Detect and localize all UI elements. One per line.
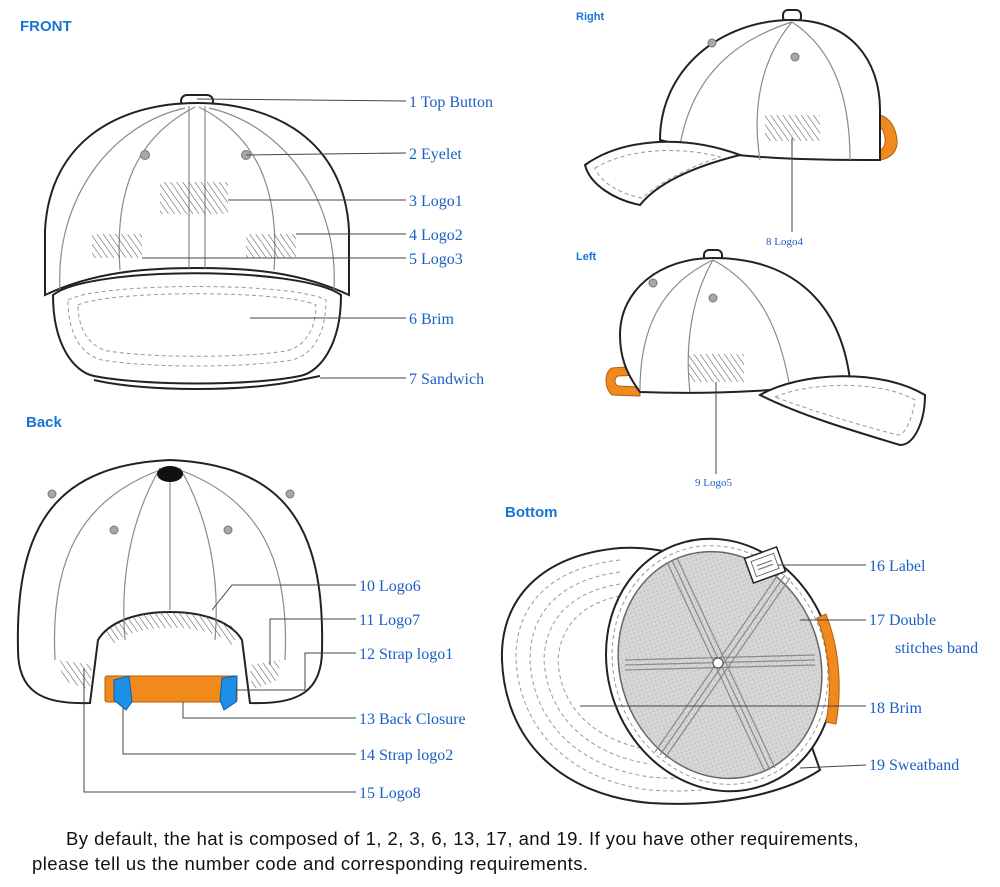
left-eyelet-icon-1	[648, 278, 658, 288]
right-eyelet-icon-1	[707, 38, 717, 48]
right-title: Right	[576, 11, 604, 23]
left-eyelet-icon-2	[708, 293, 718, 303]
label-6: 6 Brim	[409, 311, 454, 328]
label-2: 2 Eyelet	[409, 146, 462, 163]
bottom-labels: 16 Label 17 Double stitches band 18 Brim…	[869, 558, 978, 774]
bottom-leaders	[580, 564, 867, 769]
label-14: 14 Strap logo2	[359, 747, 453, 764]
label-17: 17 Double	[869, 612, 936, 629]
front-leaders	[142, 98, 407, 379]
back-labels: 10 Logo6 11 Logo7 12 Strap logo1 13 Back…	[359, 578, 466, 802]
label-11: 11 Logo7	[359, 612, 420, 629]
label-16: 16 Label	[869, 558, 926, 575]
note-line-2: please tell us the number code and corre…	[32, 853, 589, 874]
bottom-title: Bottom	[505, 504, 558, 521]
back-title: Back	[26, 414, 63, 431]
label-13: 13 Back Closure	[359, 711, 466, 728]
label-12: 12 Strap logo1	[359, 646, 453, 663]
front-left-eyelet-icon	[140, 150, 150, 160]
label-4: 4 Logo2	[409, 227, 463, 244]
logo2-area	[92, 234, 142, 258]
strap-logo2-tab	[113, 675, 133, 711]
back-top-button-icon	[157, 466, 183, 482]
label-3: 3 Logo1	[409, 193, 463, 210]
strap-logo1-tab	[219, 675, 238, 711]
label-1: 1 Top Button	[409, 94, 493, 111]
logo3-area	[246, 234, 296, 258]
back-eyelet-icon-3	[109, 525, 119, 535]
label-10: 10 Logo6	[359, 578, 421, 595]
logo5-area	[689, 354, 744, 382]
logo7-area	[250, 660, 280, 690]
label-9: 9 Logo5	[695, 477, 732, 489]
front-cap	[44, 94, 350, 390]
double-stitches-band	[816, 613, 840, 725]
back-eyelet-icon-1	[47, 489, 57, 499]
back-eyelet-icon-4	[223, 525, 233, 535]
bottom-cap	[500, 537, 840, 805]
note-line-1: By default, the hat is composed of 1, 2,…	[66, 828, 860, 849]
label-5: 5 Logo3	[409, 251, 463, 268]
label-17-line2: stitches band	[895, 640, 978, 657]
back-eyelet-icon-2	[285, 489, 295, 499]
logo4-area	[765, 115, 820, 141]
label-8: 8 Logo4	[766, 236, 803, 248]
label-18: 18 Brim	[869, 700, 922, 717]
label-19: 19 Sweatband	[869, 757, 959, 774]
back-leaders	[83, 584, 356, 793]
front-labels: 1 Top Button 2 Eyelet 3 Logo1 4 Logo2 5 …	[409, 94, 493, 388]
left-title: Left	[576, 251, 597, 263]
label-tag	[743, 546, 787, 584]
back-cap	[16, 458, 324, 711]
default-composition-note: By default, the hat is composed of 1, 2,…	[32, 826, 982, 876]
left-cap	[605, 249, 927, 447]
front-title: FRONT	[20, 18, 72, 35]
right-cap	[583, 9, 898, 207]
label-15: 15 Logo8	[359, 785, 421, 802]
logo1-area	[160, 182, 228, 214]
label-7: 7 Sandwich	[409, 371, 484, 388]
logo6-area	[105, 611, 240, 645]
right-eyelet-icon-2	[790, 52, 800, 62]
